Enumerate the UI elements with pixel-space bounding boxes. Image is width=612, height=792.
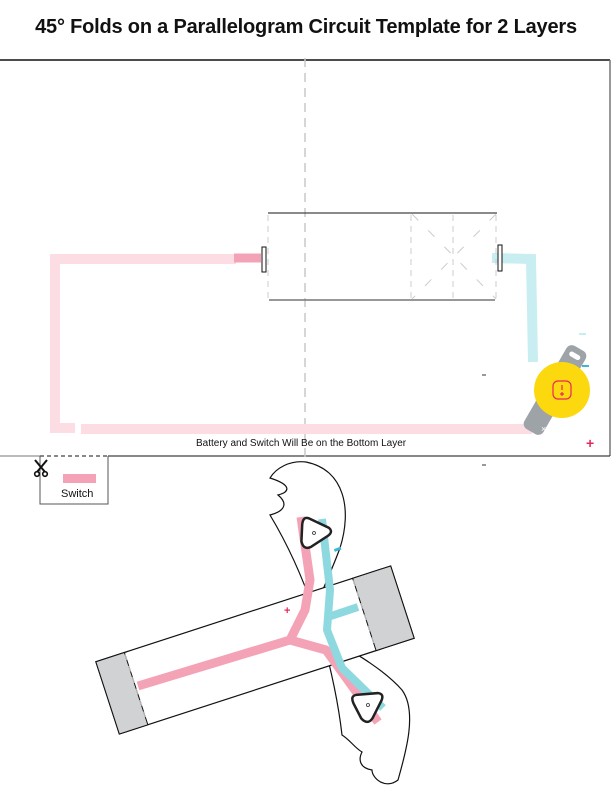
- folded-positive-trace-main: [136, 635, 382, 725]
- battery-x-mark: ×: [541, 424, 546, 434]
- switch-label: Switch: [61, 488, 93, 500]
- positive-marker: +: [586, 435, 594, 451]
- positive-trace-path: [50, 254, 236, 433]
- bottom-layer-caption: Battery and Switch Will Be on the Bottom…: [196, 438, 407, 449]
- folded-negative-branch: [326, 603, 360, 621]
- negative-trace: [491, 253, 586, 363]
- switch-trace: [63, 474, 96, 483]
- folded-positive-marker: +: [284, 605, 290, 617]
- led-lead-right: [497, 244, 503, 272]
- battery-tab-slot: [569, 351, 581, 361]
- right-cap-fold[interactable]: [352, 580, 376, 649]
- piece-diagonal-2[interactable]: [411, 213, 497, 300]
- folded-negative-trace-main: [318, 518, 386, 711]
- coin-cell-battery: × +: [482, 345, 594, 466]
- switch-tab-outline: [39, 456, 109, 505]
- left-cap-fold[interactable]: [124, 654, 148, 724]
- folded-negative-marker: [333, 546, 342, 552]
- led-lead-left: [261, 246, 267, 273]
- scissors-icon[interactable]: [33, 459, 49, 478]
- switch-tab: Switch: [33, 455, 109, 505]
- folded-preview: +: [95, 461, 415, 785]
- piece-diagonal-1[interactable]: [411, 213, 497, 300]
- template-sheet: × + Battery and Switch Will Be on the Bo…: [0, 58, 611, 466]
- folded-negative-trace: [318, 518, 386, 711]
- page-title: 45° Folds on a Parallelogram Circuit Tem…: [35, 16, 577, 38]
- negative-marker: [582, 365, 589, 367]
- led-fold-piece: [261, 212, 503, 301]
- battery-icon: [552, 380, 572, 400]
- negative-trace-path: [491, 253, 538, 363]
- led-holder-top: [300, 516, 333, 550]
- positive-trace: [50, 253, 532, 434]
- led-holder-bottom: [351, 691, 384, 724]
